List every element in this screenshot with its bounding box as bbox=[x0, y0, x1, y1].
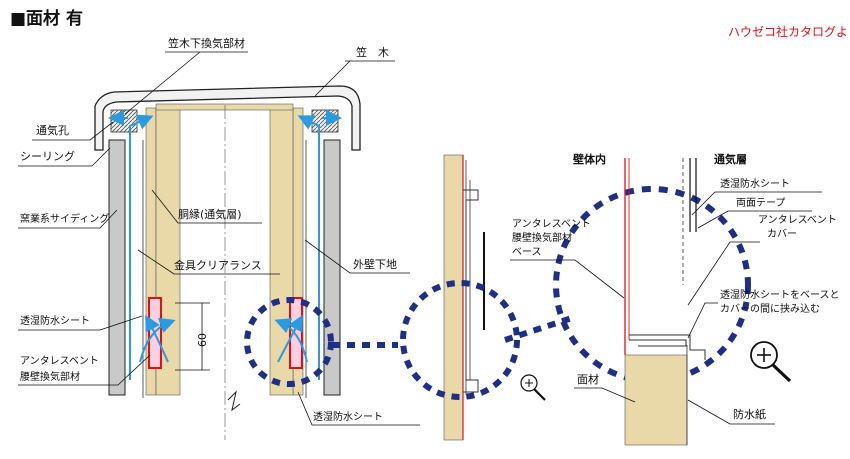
label-toushitsu-left: 透湿防水シート bbox=[20, 314, 90, 327]
vent-base-right bbox=[289, 297, 303, 369]
label-ryoumen: 両面テープ bbox=[736, 197, 785, 209]
label-menzai: 面材 bbox=[577, 372, 599, 386]
airflow-left bbox=[129, 114, 154, 380]
kasagi-vent-left bbox=[110, 109, 138, 133]
label-antares-cover1: アンタレスベント bbox=[758, 214, 837, 226]
middle-detail bbox=[400, 154, 546, 441]
frame-top bbox=[155, 103, 294, 111]
label-tsukikou: 通気孔 bbox=[36, 123, 69, 137]
label-antares-left: アンタレスベント bbox=[20, 355, 99, 367]
label-hekitai: 壁体内 bbox=[573, 152, 606, 166]
label-kasagi: 笠 木 bbox=[356, 45, 389, 59]
siding-right bbox=[323, 139, 341, 396]
label-toushitsu-bottom: 透湿防水シート bbox=[313, 410, 383, 423]
label-toushitsu-note2: カバーの間に挟み込む bbox=[720, 302, 820, 315]
detail-circle-small bbox=[244, 297, 334, 387]
parapet-section: 60 bbox=[94, 85, 361, 440]
label-gaiheki: 外壁下地 bbox=[353, 257, 397, 271]
label-antares-base3: ベース bbox=[512, 246, 542, 258]
kasagi-vent-right bbox=[311, 109, 339, 133]
label-kasagi-shita: 笠木下換気部材 bbox=[168, 36, 245, 50]
page-title: ■面材 有 bbox=[10, 8, 83, 29]
label-koshikabe-left: 腰壁換気部材 bbox=[20, 370, 80, 383]
airflow-right bbox=[297, 115, 320, 380]
kasagi-cap bbox=[94, 85, 361, 151]
connector-2 bbox=[504, 315, 573, 343]
label-antares-cover2: カバー bbox=[767, 228, 797, 240]
left-labels: 笠木下換気部材 笠 木 通気孔 シーリング 窯業系サイディング 胴縁(通気層) … bbox=[18, 36, 420, 426]
dimension-60: 60 bbox=[196, 333, 209, 347]
detail-circle-medium bbox=[400, 280, 520, 400]
label-bousuishi: 防水紙 bbox=[733, 407, 766, 421]
label-sealing: シーリング bbox=[20, 149, 75, 163]
detail-circle-large bbox=[553, 186, 751, 384]
break-mark bbox=[227, 390, 241, 412]
right-labels: 壁体内 通気層 透湿防水シート 両面テープ アンタレスベント カバー アンタレス… bbox=[510, 152, 840, 425]
label-kanagu: 金具クリアランス bbox=[174, 258, 262, 272]
zoom-in-icon-small bbox=[520, 374, 546, 401]
right-detail bbox=[553, 158, 792, 446]
label-antares-base1: アンタレスベント bbox=[512, 218, 591, 230]
zoom-in-icon-large bbox=[750, 341, 792, 383]
label-toushitsu-right: 透湿防水シート bbox=[720, 177, 790, 190]
label-antares-base2: 腰壁換気部材 bbox=[512, 231, 572, 244]
label-toushitsu-note1: 透湿防水シートをベースと bbox=[720, 288, 840, 301]
source-note: ハウゼコ社カタログより bbox=[728, 24, 850, 39]
label-tsukisou: 通気層 bbox=[714, 152, 747, 166]
label-siding: 窯業系サイディング bbox=[20, 212, 109, 225]
label-dobuchi: 胴縁(通気層) bbox=[178, 207, 242, 221]
menzai-panel bbox=[624, 354, 688, 446]
siding-left bbox=[108, 139, 126, 396]
